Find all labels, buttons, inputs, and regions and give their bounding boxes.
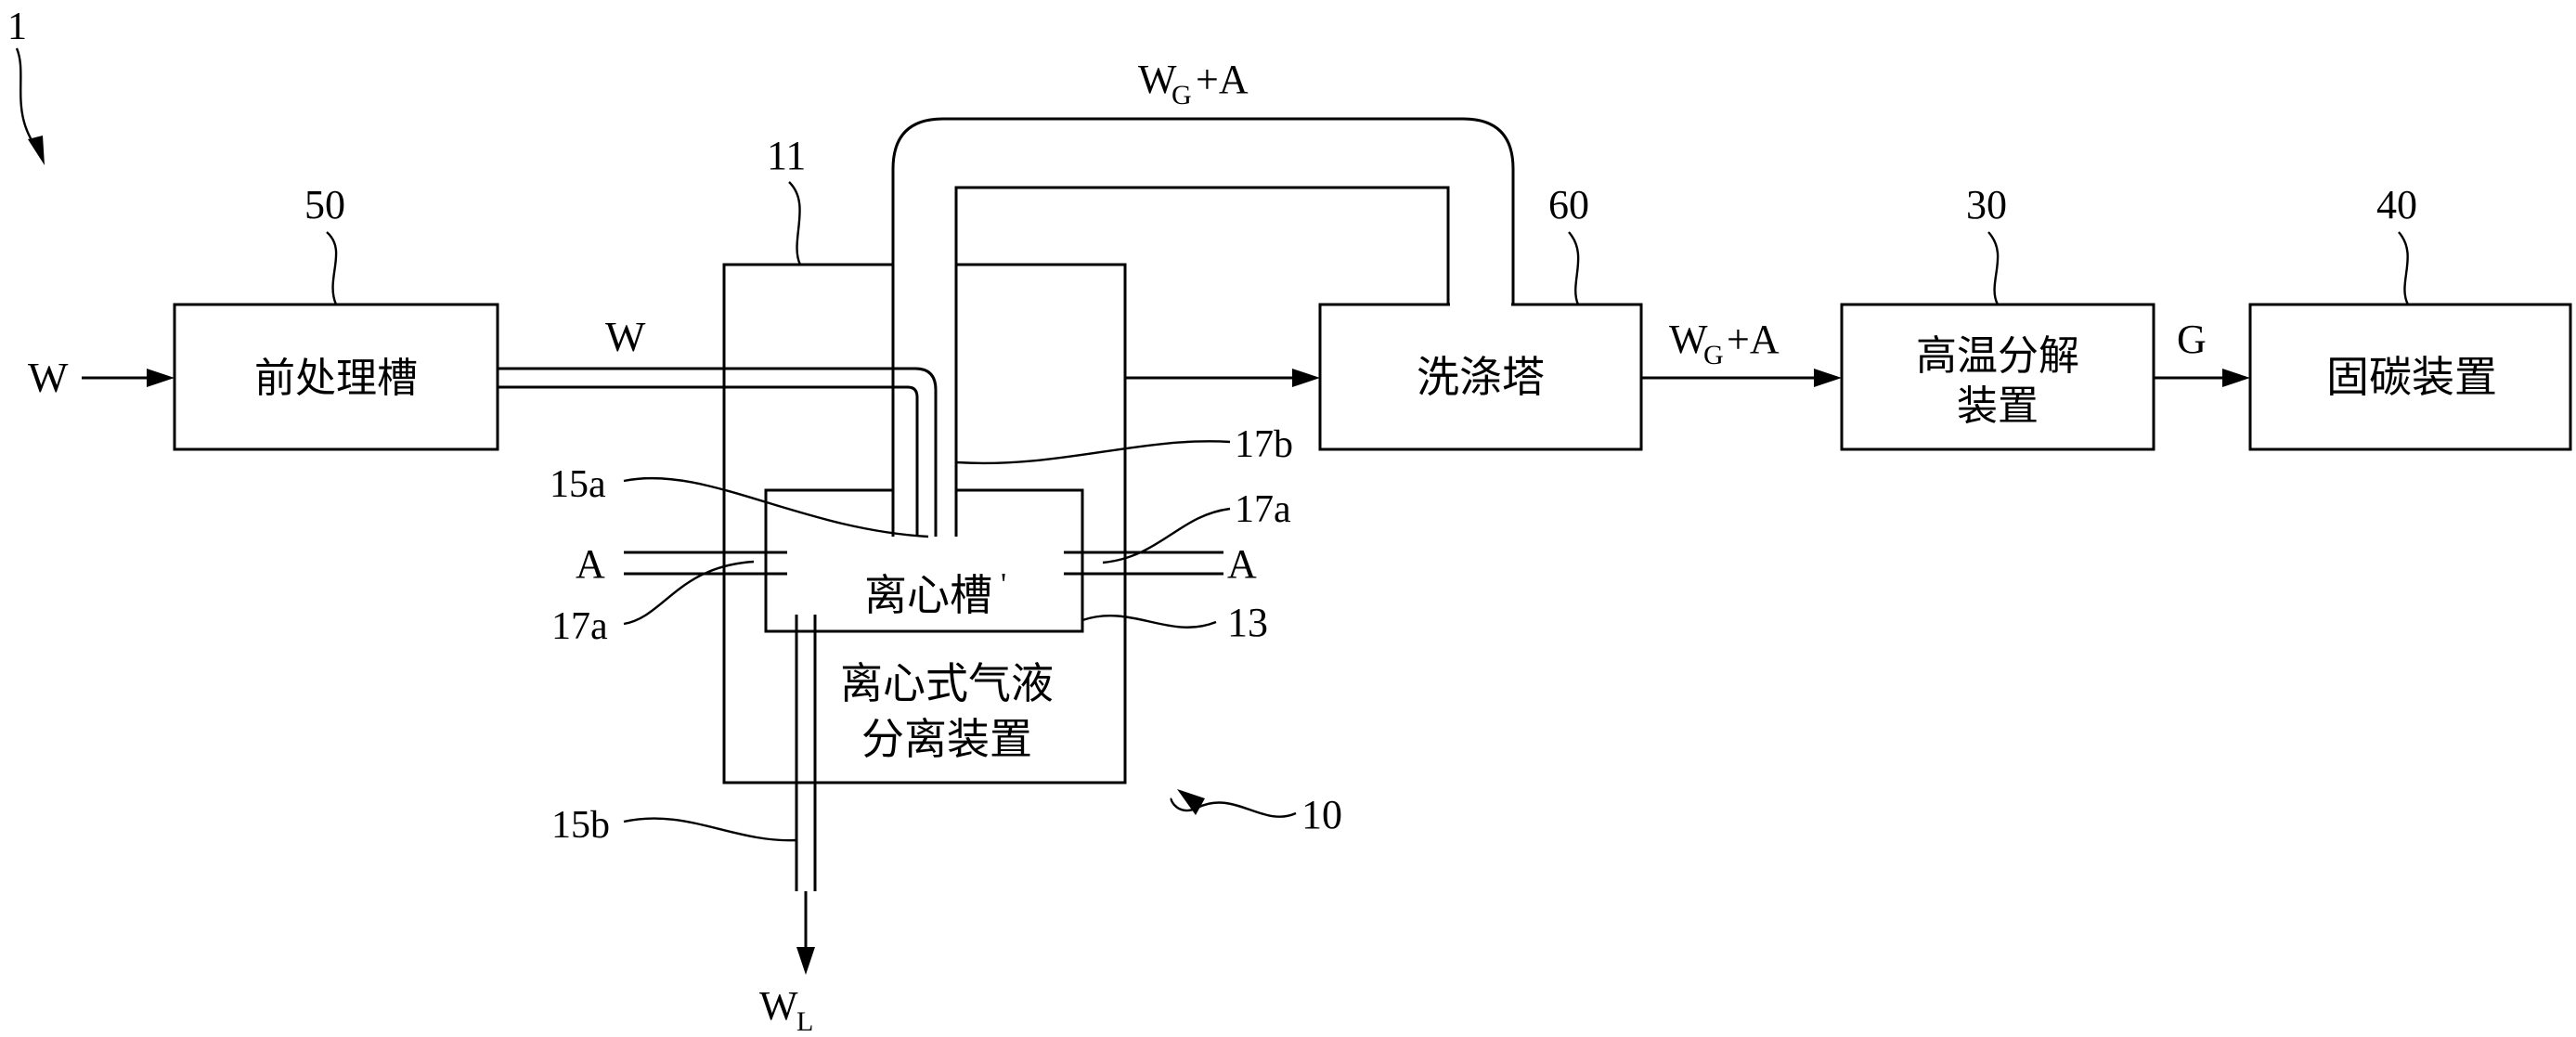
gas-loop-inner <box>954 186 1450 537</box>
mid-flow-main: W <box>1669 317 1708 362</box>
ref-system-leader <box>15 47 38 149</box>
ref-air-pipe-left: 17a <box>551 605 608 648</box>
ref-separator-leader <box>1170 797 1297 818</box>
pretreatment-tank-label: 前处理槽 <box>254 355 418 402</box>
ref-scrubber: 60 <box>1548 182 1589 227</box>
ref-scrubber-leader <box>1568 231 1580 305</box>
top-flow-suffix: +A <box>1196 57 1249 102</box>
ref-carbon-fixing: 40 <box>2376 182 2417 227</box>
pipe-w-inner <box>498 385 919 537</box>
separator-to-scrubber-arrowhead <box>1292 369 1320 387</box>
scrubber-label: 洗涤塔 <box>1417 352 1545 402</box>
air-left-label: A <box>576 541 605 587</box>
mid-flow-suffix: +A <box>1727 317 1780 362</box>
separator-label-line2: 分离装置 <box>861 714 1032 764</box>
pyrolysis-label-line2: 装置 <box>1957 382 2039 430</box>
ref-separator-arrowhead <box>1177 789 1205 815</box>
pipe-w-outer <box>498 367 938 537</box>
out-flow-main: W <box>759 983 798 1029</box>
top-flow-main: W <box>1138 57 1177 102</box>
centrifugal-tank-outline <box>764 488 1084 633</box>
ref-pretreatment: 50 <box>304 182 345 227</box>
scrubber-to-pyrolysis-arrowhead <box>1814 369 1842 387</box>
ref-air-right-leader <box>1102 507 1231 564</box>
pyrolysis-box <box>1840 303 2155 451</box>
ref-tank: 13 <box>1227 600 1268 645</box>
ref-drain-leader <box>623 817 797 842</box>
separator-label-line1: 离心式气液 <box>840 658 1054 708</box>
ref-inlet-pipe: 15a <box>550 463 606 506</box>
ref-drain-pipe: 15b <box>551 804 610 847</box>
input-w-label: W <box>28 354 69 401</box>
pyrolysis-label-line1: 高温分解 <box>1916 332 2079 380</box>
ref-outlet-pipe: 17b <box>1235 423 1293 466</box>
g-flow-label: G <box>2177 317 2207 362</box>
centrifugal-tank-label: 离心槽 <box>864 570 992 620</box>
ref-system: 1 <box>7 6 27 48</box>
separator-housing-outline <box>722 263 1127 784</box>
input-w-arrowhead <box>147 369 175 387</box>
pipe-w-label: W <box>605 313 646 360</box>
out-flow-sub: L <box>796 1006 813 1037</box>
ref-carbon-leader <box>2398 231 2410 305</box>
ref-air-left-leader <box>623 560 755 626</box>
tank-mark: ' <box>1001 567 1006 602</box>
pyrolysis-to-carbon-arrowhead <box>2222 369 2250 387</box>
mid-flow-sub: G <box>1703 340 1724 370</box>
ref-pretreatment-leader <box>326 231 338 305</box>
drain-arrowhead <box>796 947 815 975</box>
ref-pyrolysis: 30 <box>1966 182 2007 227</box>
gas-loop-outer <box>891 117 1515 537</box>
carbon-fixing-label: 固碳装置 <box>2326 352 2497 402</box>
ref-housing-leader <box>788 181 802 266</box>
air-right-label: A <box>1227 541 1257 587</box>
ref-pyrolysis-leader <box>1987 231 2000 305</box>
top-flow-sub: G <box>1171 80 1192 110</box>
ref-separator: 10 <box>1301 792 1342 837</box>
ref-tank-leader <box>1081 615 1217 629</box>
ref-separator-housing: 11 <box>767 133 806 178</box>
ref-air-pipe-right: 17a <box>1235 488 1291 531</box>
carbon-fixing-box <box>2248 303 2572 451</box>
pretreatment-tank-box <box>173 303 499 451</box>
ref-outlet-leader <box>955 440 1231 465</box>
ref-inlet-leader <box>623 476 929 538</box>
ref-system-arrowhead <box>28 136 45 165</box>
